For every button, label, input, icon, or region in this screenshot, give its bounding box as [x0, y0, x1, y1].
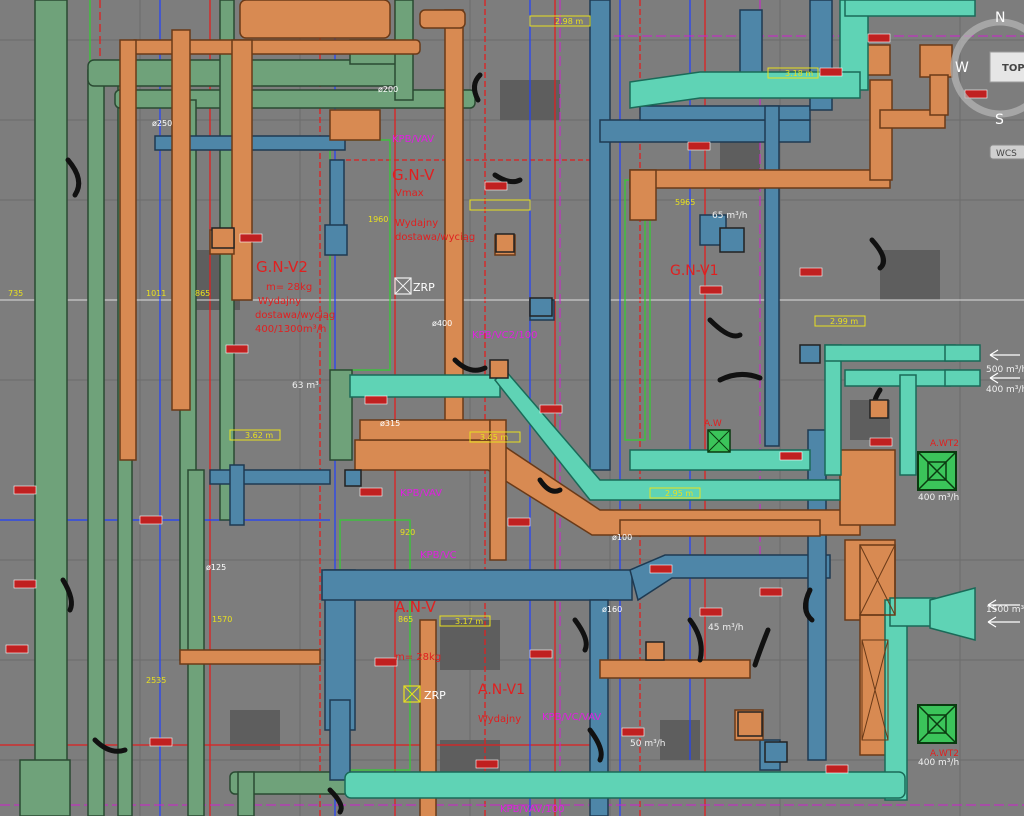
tag-kpb-6: KPB/VAV/100 — [500, 804, 565, 815]
dim-label-1: 2.98 m — [555, 17, 583, 26]
zone-title-mid: G.N-V — [392, 166, 435, 184]
len-label-735: 735 — [8, 289, 23, 298]
diffuser-grilles[interactable] — [707, 429, 957, 744]
dim-label-6: 3.17 m — [455, 617, 483, 626]
flex-hoses — [60, 72, 887, 815]
len-label-920: 920 — [400, 528, 415, 537]
dimension-boxes — [229, 15, 866, 627]
room-equipment-blocks — [190, 80, 940, 780]
flow-label-9: 65 m³/h — [712, 211, 747, 221]
zone-line-left-4: 400/1300m³/h — [255, 324, 326, 335]
tag-kpb-5: KPB/VC/VAV — [542, 712, 601, 723]
len-label-865b: 865 — [398, 615, 413, 624]
duct-cyan-system[interactable] — [344, 0, 981, 801]
len-label-1570: 1570 — [212, 615, 232, 624]
len-label-5965: 5965 — [675, 198, 695, 207]
len-label-2535: 2535 — [146, 676, 166, 685]
dimension-labels: 2.98 m 3.18 m 2.99 m 3.62 m 2.95 m 3.17 … — [8, 17, 858, 685]
zone-line-mid-3: dostawa/wyciąg — [395, 232, 475, 243]
zone-labels: G.N-V2 m= 28kg Wydajny dostawa/wyciąg 40… — [255, 166, 719, 725]
zone-title-bottom-2: A.N-V1 — [478, 682, 525, 698]
diameter-400: ø400 — [432, 319, 452, 328]
viewcube[interactable]: TOP N W S WCS — [950, 10, 1024, 160]
zone-line-bottom-2: Wydajny — [478, 714, 521, 725]
tag-zrp-2: ZRP — [424, 689, 446, 702]
flow-label-2: 400 m³/h — [918, 758, 959, 768]
equipment-tags: KPB/VAV KPB/VC2/100 KPB/VAV KPB/VC KPB/V… — [392, 134, 959, 815]
zone-title-bottom: A.N-V — [395, 598, 437, 616]
flow-label-8: 45 m³/h — [708, 623, 743, 633]
airflow-labels: 400 m³/h 400 m³/h 1500 m³/h 500 m³/h 400… — [292, 211, 1024, 768]
zone-line-left-2: Wydajny — [258, 296, 301, 307]
zone-line-left-3: dostawa/wyciąg — [255, 310, 335, 321]
duct-blue-system[interactable] — [154, 0, 833, 816]
dim-label-5: 2.95 m — [665, 489, 693, 498]
viewcube-top-face — [989, 51, 1024, 83]
duct-orange-system[interactable] — [119, 0, 953, 816]
vav-boxes[interactable] — [211, 227, 889, 763]
zrp-marker-1: ZRP — [394, 277, 435, 295]
zone-line-mid-2: Wydajny — [395, 218, 438, 229]
flow-label-6: 63 m³ — [292, 381, 319, 391]
compass-west: W — [955, 60, 969, 76]
compass-north: N — [995, 10, 1005, 26]
dim-label-3: 2.99 m — [830, 317, 858, 326]
zone-line-mid-1: Vmax — [395, 188, 424, 199]
zone-line-bottom-1: m= 28kg — [395, 652, 441, 663]
diameter-125: ø125 — [206, 563, 226, 572]
duct-green-system[interactable] — [19, 0, 476, 816]
flow-label-5: 400 m³/h — [986, 385, 1024, 395]
zone-title-right: G.N-V1 — [670, 263, 719, 279]
len-label-1011: 1011 — [146, 289, 166, 298]
len-label-865: 865 — [195, 289, 210, 298]
viewcube-face-label: TOP — [1002, 63, 1024, 74]
flow-label-4: 500 m³/h — [986, 365, 1024, 375]
airflow-arrows — [987, 349, 1020, 628]
dim-label-7: 3.45 m — [480, 433, 508, 442]
zone-title-left: G.N-V2 — [256, 258, 308, 276]
diameter-160: ø160 — [602, 605, 622, 614]
flow-label-7: 50 m³/h — [630, 739, 665, 749]
tag-awt-1: A.WT2 — [930, 439, 959, 449]
flow-label-3: 1500 m³/h — [986, 605, 1024, 615]
tag-kpb-2: KPB/VC2/100 — [472, 330, 537, 341]
wcs-button — [989, 144, 1024, 160]
red-tag-markers — [5, 33, 988, 774]
diameter-315: ø315 — [380, 419, 400, 428]
tag-aw: A.W — [704, 419, 722, 429]
diameter-200: ø200 — [378, 85, 398, 94]
diameter-250: ø250 — [152, 119, 172, 128]
tag-kpb-4: KPB/VC — [420, 550, 457, 561]
wcs-label: WCS — [996, 149, 1017, 159]
diameter-100: ø100 — [612, 533, 632, 542]
zone-line-left-1: m= 28kg — [266, 282, 312, 293]
dim-label-2: 3.18 m — [785, 69, 813, 78]
dim-label-4: 3.62 m — [245, 431, 273, 440]
zrp-marker-2: ZRP — [403, 685, 446, 703]
tag-awt-2: A.WT2 — [930, 749, 959, 759]
viewcube-compass-ring — [950, 18, 1024, 118]
tag-zrp-1: ZRP — [413, 281, 435, 294]
flow-label-1: 400 m³/h — [918, 493, 959, 503]
tag-kpb-3: KPB/VAV — [400, 488, 442, 499]
len-label-1960: 1960 — [368, 215, 388, 224]
tag-kpb-1: KPB/VAV — [392, 134, 434, 145]
diameter-labels: ø250 ø315 ø200 ø160 ø125 ø100 ø400 — [152, 85, 632, 614]
compass-south: S — [995, 112, 1004, 128]
